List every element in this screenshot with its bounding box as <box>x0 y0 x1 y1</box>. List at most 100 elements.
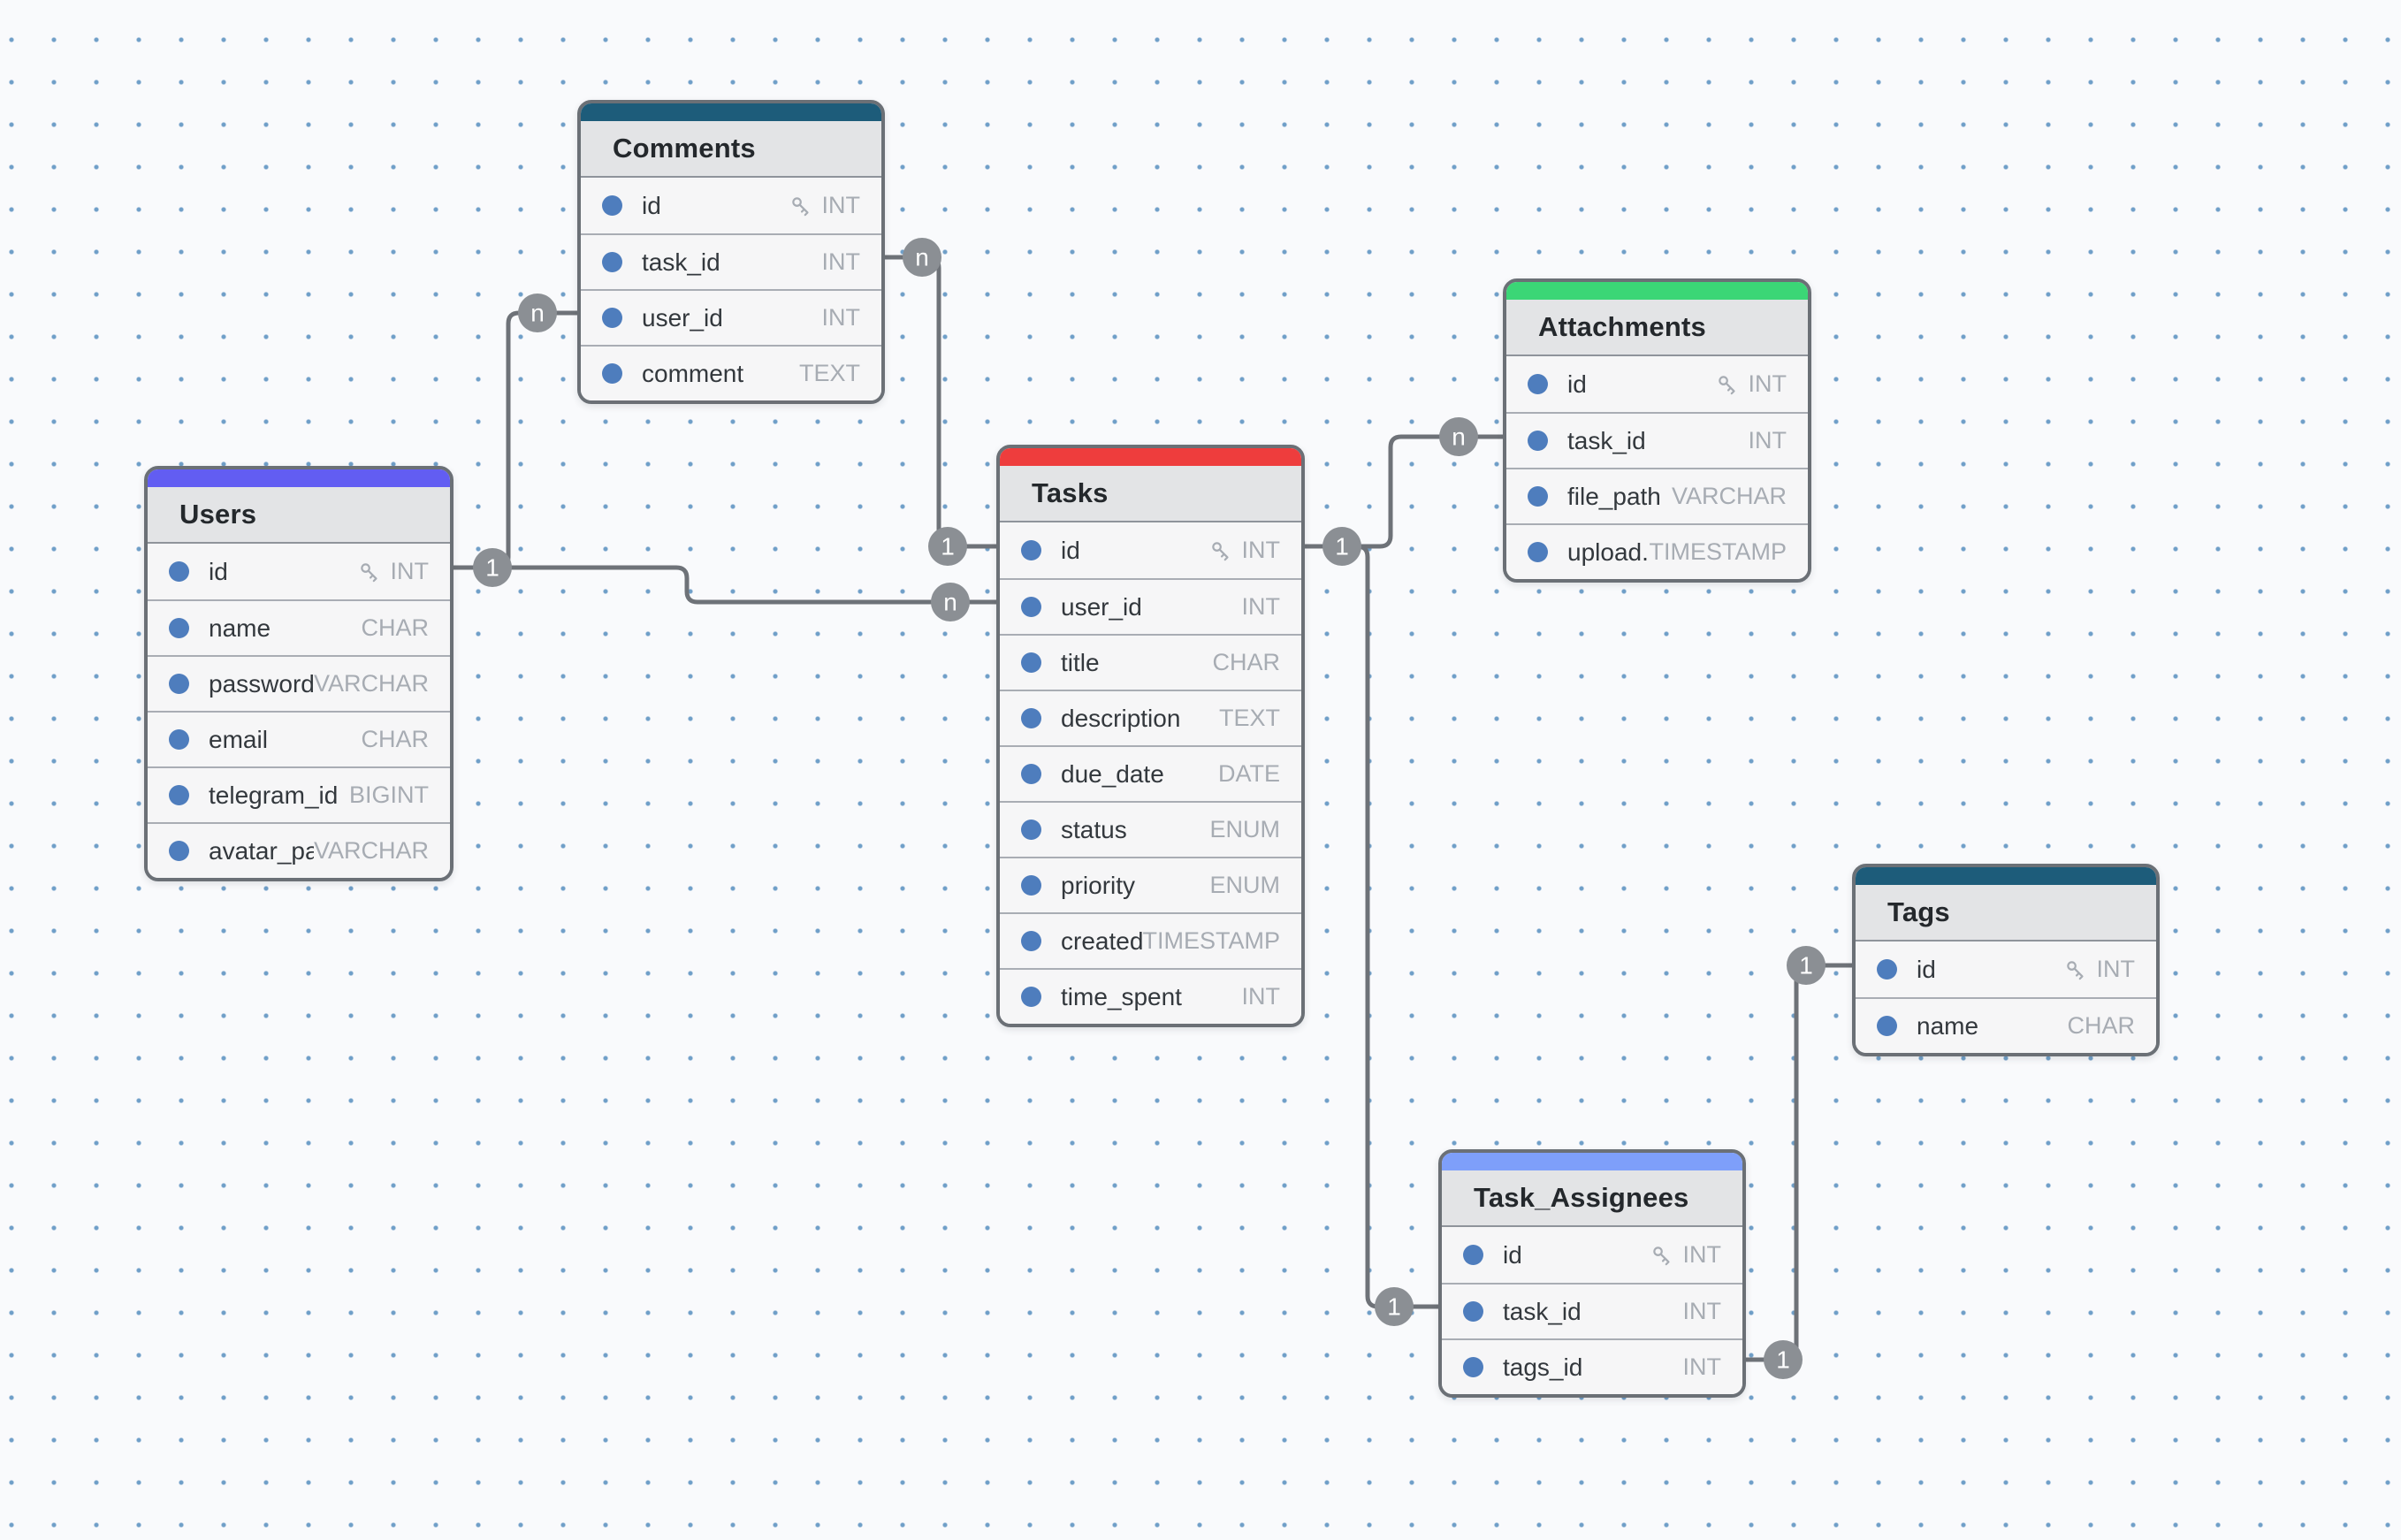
field-handle-dot[interactable] <box>1528 374 1548 394</box>
field-type-label: INT <box>821 192 861 218</box>
field-row-upload[interactable]: upload...TIMESTAMP <box>1506 523 1808 579</box>
field-handle-dot[interactable] <box>602 252 622 272</box>
field-type-label: CHAR <box>361 726 429 752</box>
field-handle-dot[interactable] <box>1021 540 1041 560</box>
field-name: priority <box>1061 871 1136 899</box>
field-type: VARCHAR <box>314 837 429 865</box>
field-handle-dot[interactable] <box>1021 987 1041 1007</box>
field-row-id[interactable]: id INT <box>148 544 450 599</box>
field-handle-dot[interactable] <box>1877 1016 1897 1036</box>
table-accent-bar <box>148 469 450 487</box>
field-handle-dot[interactable] <box>1021 820 1041 840</box>
primary-key-icon <box>1718 375 1735 394</box>
field-handle-dot[interactable] <box>169 674 189 694</box>
cardinality-badge: 1 <box>473 548 512 587</box>
field-type: INT <box>357 558 429 585</box>
field-type: BIGINT <box>349 781 429 809</box>
primary-key-icon <box>1211 541 1229 560</box>
field-handle-dot[interactable] <box>1021 931 1041 951</box>
field-handle-dot[interactable] <box>602 308 622 328</box>
field-handle-dot[interactable] <box>169 841 189 861</box>
cardinality-badge-label: 1 <box>941 533 955 560</box>
field-handle-dot[interactable] <box>1463 1301 1483 1322</box>
field-name: id <box>1503 1240 1522 1269</box>
field-handle-dot[interactable] <box>602 195 622 216</box>
field-type: INT <box>1650 1241 1721 1269</box>
field-handle-dot[interactable] <box>1463 1245 1483 1265</box>
cardinality-badge-circle <box>903 238 941 277</box>
relationship-line[interactable] <box>444 565 999 605</box>
field-handle-dot[interactable] <box>1021 764 1041 784</box>
cardinality-badge-label: 1 <box>1387 1293 1401 1321</box>
field-name: id <box>209 557 228 585</box>
field-name: tags_id <box>1503 1353 1583 1381</box>
field-type: VARCHAR <box>314 670 429 698</box>
field-type-label: CHAR <box>2067 1012 2135 1039</box>
field-name: id <box>1567 370 1587 398</box>
relationship-line[interactable] <box>1295 434 1505 549</box>
field-handle-dot[interactable] <box>1528 542 1548 562</box>
cardinality-badge-label: 1 <box>1799 952 1813 980</box>
field-handle-dot[interactable] <box>1021 875 1041 896</box>
relationship-line[interactable] <box>1736 963 1855 1362</box>
field-name: task_id <box>642 248 720 276</box>
field-handle-dot[interactable] <box>1877 959 1897 980</box>
field-handle-dot[interactable] <box>1463 1357 1483 1377</box>
field-name: comment <box>642 359 744 387</box>
field-handle-dot[interactable] <box>1021 652 1041 673</box>
field-handle-dot[interactable] <box>169 729 189 750</box>
field-type-label: TEXT <box>1218 705 1280 731</box>
field-handle-dot[interactable] <box>1021 708 1041 728</box>
relationship-line[interactable] <box>444 310 580 570</box>
field-handle-dot[interactable] <box>1021 597 1041 617</box>
field-row-id[interactable]: id INT <box>1442 1227 1742 1283</box>
field-handle-dot[interactable] <box>169 561 189 582</box>
relationship-line[interactable] <box>1295 544 1441 1309</box>
field-handle-dot[interactable] <box>1528 431 1548 451</box>
field-handle-dot[interactable] <box>169 785 189 805</box>
field-row-avatar_pa[interactable]: avatar_pa...VARCHAR <box>148 822 450 878</box>
table-accent-bar <box>1506 282 1808 300</box>
cardinality-badge-circle <box>473 548 512 587</box>
table-accent-bar <box>1000 448 1301 466</box>
field-handle-dot[interactable] <box>602 363 622 384</box>
relationship-line[interactable] <box>874 255 999 549</box>
field-name: password <box>209 669 314 698</box>
field-type: INT <box>1242 593 1281 621</box>
table-accent-bar <box>581 103 881 121</box>
field-handle-dot[interactable] <box>169 618 189 638</box>
field-handle-dot[interactable] <box>1528 486 1548 507</box>
field-type-label: INT <box>1241 537 1281 563</box>
field-row-created[interactable]: created...TIMESTAMP <box>1000 912 1301 968</box>
